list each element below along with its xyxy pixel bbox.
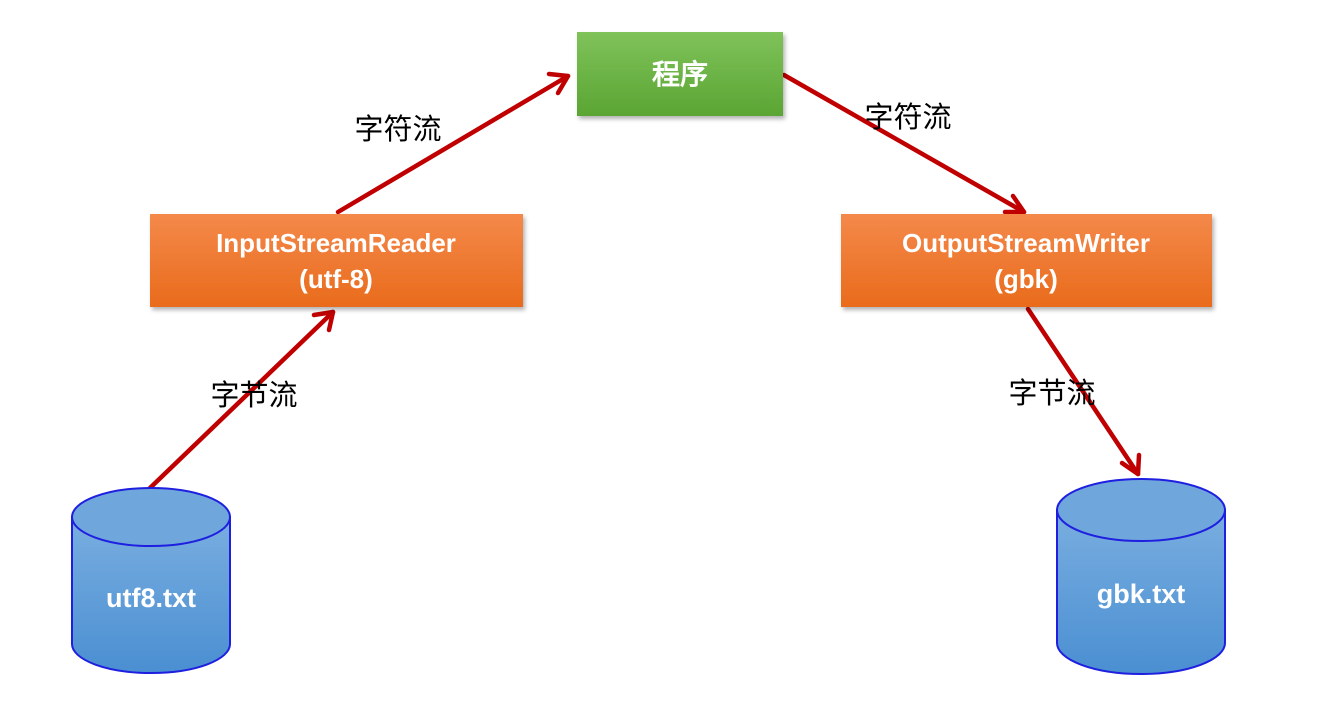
output-stream-writer-encoding: (gbk) xyxy=(994,264,1058,294)
edge-label-program-to-writer: 字符流 xyxy=(864,100,951,134)
arrows xyxy=(147,71,1142,491)
arrow-source-to-reader xyxy=(147,309,336,491)
edge-label-writer-to-target: 字节流 xyxy=(1008,376,1095,410)
input-stream-reader-label: InputStreamReader xyxy=(216,228,456,258)
program-box xyxy=(577,32,783,116)
target-file-cylinder xyxy=(1056,478,1226,675)
edge-label-reader-to-program: 字符流 xyxy=(354,112,441,146)
program-node xyxy=(577,32,783,116)
input-stream-reader-encoding: (utf-8) xyxy=(299,264,373,294)
input-stream-reader-node xyxy=(150,214,523,307)
output-stream-writer-node xyxy=(841,214,1212,307)
target-file-label: gbk.txt xyxy=(1097,579,1186,609)
arrow-program-to-writer xyxy=(781,72,1027,215)
output-stream-writer-label: OutputStreamWriter xyxy=(902,228,1150,258)
source-file-label: utf8.txt xyxy=(106,583,196,613)
output-stream-writer-box xyxy=(841,214,1212,307)
program-label: 程序 xyxy=(652,58,708,90)
edge-label-source-to-reader: 字节流 xyxy=(210,378,297,412)
arrow-writer-to-target xyxy=(1025,306,1142,477)
arrow-reader-to-program xyxy=(335,71,571,215)
source-file-cylinder xyxy=(71,487,231,674)
input-stream-reader-box xyxy=(150,214,523,307)
